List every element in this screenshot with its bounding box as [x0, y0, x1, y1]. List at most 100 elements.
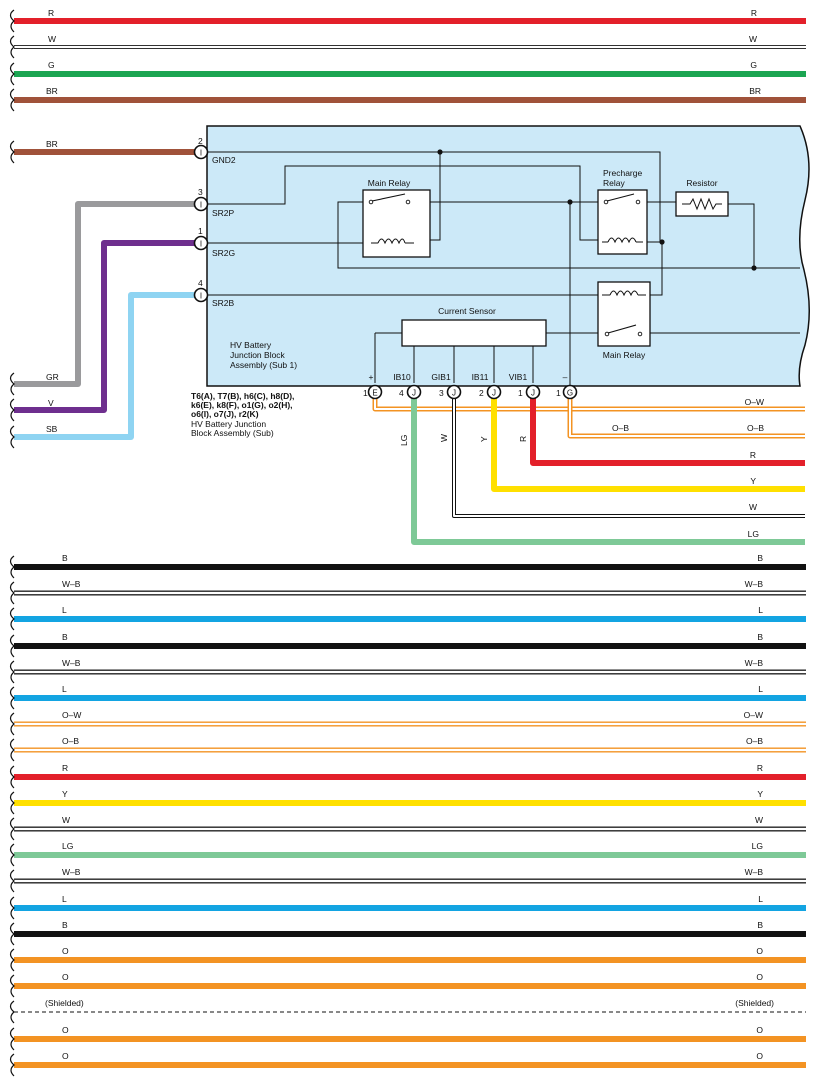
connector-letter: I [200, 201, 202, 210]
bottom-wire-label-left: O [62, 946, 69, 956]
top-wire-label-right: W [749, 34, 757, 44]
junction-dot [659, 239, 665, 245]
bottom-wire-label-right: O–W [744, 710, 763, 720]
top-wire-label-right: G [750, 60, 757, 70]
bottom-wire-label-left: L [62, 894, 67, 904]
main-relay-top: Main Relay [362, 178, 431, 258]
precharge-relay-label-line2: Relay [603, 178, 625, 188]
bottom-wire-label-right: O [756, 946, 763, 956]
right-wire-labels: O–W O–B O–B R Y W LG [612, 397, 764, 539]
block-name: HV Battery Junction Block Assembly (Sub … [230, 340, 297, 370]
bottom-wire-label-left: B [62, 632, 68, 642]
left-pin-circles: I I I I [193, 144, 209, 303]
wire-y [491, 398, 805, 492]
left-wires [14, 149, 196, 440]
junction-dot [567, 199, 573, 205]
precharge-relay-label-line1: Precharge [603, 168, 642, 178]
bottom-wire-label-right: L [758, 605, 763, 615]
main-relay-bottom-coil-link [650, 242, 663, 296]
wire-ob-outer [567, 398, 805, 439]
rwire-label: O–B [612, 423, 629, 433]
pin-name-sr2p: SR2P [212, 208, 235, 218]
bottom-wire-label-right: W [755, 815, 763, 825]
wire-break-mark [9, 896, 15, 920]
bottom-wire-label-left: O–W [62, 710, 81, 720]
bottom-wire-label-left: (Shielded) [45, 998, 84, 1008]
main-relay-bottom-label: Main Relay [603, 350, 646, 360]
wire-r [530, 398, 805, 466]
bottom-wire-label-right: O [756, 1025, 763, 1035]
top-wire-label-left: R [48, 8, 54, 18]
bottom-wire-label-left: W–B [62, 867, 81, 877]
connector-letter: I [200, 292, 202, 301]
top-wire-label-left: G [48, 60, 55, 70]
wire-break-mark [9, 686, 15, 710]
pin-number: 4 [399, 388, 404, 398]
sensor-pin-minus: – [563, 372, 568, 382]
bottom-wire-label-left: W–B [62, 658, 81, 668]
bottom-wire-label-right: O [756, 972, 763, 982]
bottom-wire-label-left: O–B [62, 736, 79, 746]
connector-list-line3: o6(I), o7(J), r2(K) [191, 409, 259, 419]
bottom-wire-label-left: W [62, 815, 70, 825]
wire-break-mark [9, 35, 15, 59]
connector-letter: J [412, 389, 416, 398]
bottom-wire-label-right: W–B [745, 579, 764, 589]
wire-sb-left [14, 292, 196, 440]
wire-label-br: BR [46, 139, 58, 149]
wire-v-left [14, 240, 196, 413]
bottom-wire-label-left: LG [62, 841, 73, 851]
bottom-wire: W–B W–B [9, 658, 806, 684]
wire-break-mark [9, 9, 15, 33]
top-wire-label-right: R [751, 8, 757, 18]
bottom-wire-label-right: W–B [745, 658, 764, 668]
current-sensor-label: Current Sensor [438, 306, 496, 316]
connector-letter: J [452, 389, 456, 398]
sr2p-line [207, 165, 600, 241]
pin-number: 4 [198, 278, 203, 288]
junction-block-body [206, 125, 810, 387]
bottom-wire-label-right: L [758, 684, 763, 694]
bottom-wire-label-right: Y [757, 789, 763, 799]
pin-number: 2 [198, 136, 203, 146]
pin-number: 1 [518, 388, 523, 398]
wire-break-mark [9, 712, 15, 736]
wire-break-mark [9, 974, 15, 998]
bottom-wire-label-left: B [62, 553, 68, 563]
sensor-pin-ib11: IB11 [472, 372, 489, 382]
gnd2-line [207, 151, 661, 242]
wire-ob-inner [569, 398, 805, 437]
junction-dot [751, 265, 757, 271]
connector-letter: I [200, 240, 202, 249]
internal-circuit [207, 151, 800, 392]
wire-break-mark [9, 555, 15, 579]
left-pin-labels: 2 GND2 3 SR2P 1 SR2G 4 SR2B [198, 136, 236, 308]
bottom-wire-label-left: W–B [62, 579, 81, 589]
wire-break-mark [9, 765, 15, 789]
bottom-wire: W–B W–B [9, 579, 806, 605]
bottom-pin-circles: E J J J J G 1 4 3 2 1 1 [363, 384, 578, 400]
sensor-pin-gib1: GIB1 [431, 372, 451, 382]
resistor-label: Resistor [686, 178, 717, 188]
wire-break-mark [9, 948, 15, 972]
sensor-pin-vib1: VIB1 [509, 372, 528, 382]
sensor-pin-plus: + [369, 372, 374, 382]
wire-break-mark [9, 791, 15, 815]
vwire-label-w: W [439, 434, 449, 442]
rwire-label: Y [750, 476, 756, 486]
resistor: Resistor [675, 178, 729, 217]
wire-ow-inner [374, 398, 805, 410]
vertical-wires [372, 398, 805, 545]
